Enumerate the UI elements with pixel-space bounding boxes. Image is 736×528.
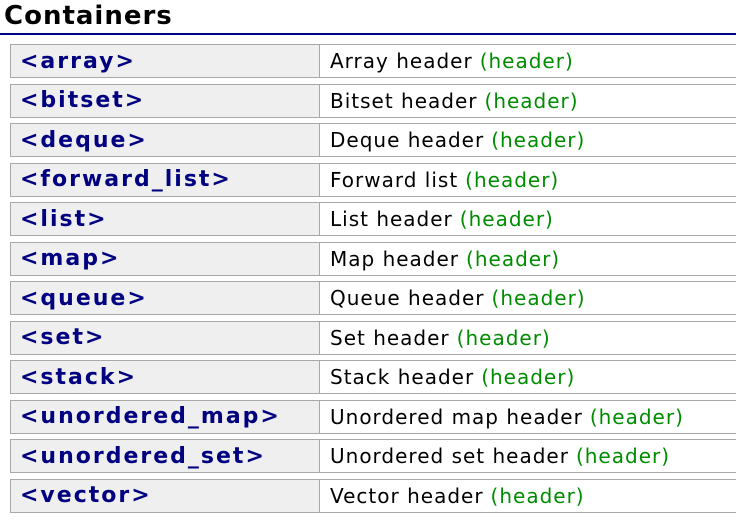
container-header-link[interactable]: <array> [20,48,136,74]
page-header: Containers [0,0,736,35]
table-row: <vector> Vector header (header) [10,478,736,513]
header-cell: <deque> [11,124,320,156]
header-tag-link[interactable]: (header) [479,49,574,73]
container-header-link[interactable]: <stack> [20,364,137,390]
header-description: Queue header [330,286,485,310]
header-tag-link[interactable]: (header) [575,444,671,468]
description-cell: Vector header (header) [320,480,736,512]
container-header-link[interactable]: <forward_list> [20,167,232,192]
header-description: Bitset header [330,88,478,113]
container-header-link[interactable]: <queue> [20,285,148,311]
header-description: Map header [330,246,460,271]
container-header-link[interactable]: <deque> [20,127,148,153]
container-header-link[interactable]: <map> [20,246,121,271]
header-tag-link[interactable]: (header) [491,128,586,152]
header-tag-link[interactable]: (header) [459,207,554,231]
header-description: List header [330,207,453,231]
table-row: <array> Array header (header) [10,44,736,78]
description-cell: Bitset header (header) [320,85,736,117]
header-description: Array header [330,49,473,73]
header-description: Stack header [330,365,475,389]
header-cell: <map> [11,242,320,275]
table-row: <bitset> Bitset header (header) [10,83,736,118]
description-cell: Deque header (header) [320,124,736,156]
description-cell: Array header (header) [320,45,736,77]
header-cell: <unordered_set> [11,440,320,472]
header-tag-link[interactable]: (header) [484,88,579,113]
container-header-link[interactable]: <set> [20,325,106,350]
container-header-link[interactable]: <unordered_set> [20,443,266,469]
description-cell: Set header (header) [320,322,736,354]
header-cell: <vector> [11,479,320,512]
header-description: Vector header [330,483,484,508]
container-header-link[interactable]: <unordered_map> [20,404,281,429]
description-cell: Stack header (header) [320,361,736,393]
description-cell: List header (header) [320,203,736,235]
table-row: <unordered_map> Unordered map header (he… [10,399,736,434]
table-row: <unordered_set> Unordered set header (he… [10,439,736,473]
description-cell: Queue header (header) [320,282,736,314]
description-cell: Unordered map header (header) [320,401,736,433]
header-tag-link[interactable]: (header) [466,246,561,271]
table-row: <map> Map header (header) [10,241,736,276]
header-cell: <queue> [11,282,320,314]
header-description: Set header [330,325,450,350]
container-header-link[interactable]: <list> [20,206,108,232]
container-header-link[interactable]: <vector> [20,483,152,508]
table-row: <deque> Deque header (header) [10,123,736,157]
header-description: Unordered map header [330,404,583,429]
header-tag-link[interactable]: (header) [491,286,586,310]
container-header-link[interactable]: <bitset> [20,88,146,113]
table-row: <queue> Queue header (header) [10,281,736,315]
description-cell: Unordered set header (header) [320,440,736,472]
header-description: Unordered set header [330,444,569,468]
header-cell: <list> [11,203,320,235]
description-cell: Map header (header) [320,243,736,275]
containers-table: <array> Array header (header) <bitset> B… [10,44,736,513]
table-row: <forward_list> Forward list (header) [10,162,736,197]
header-cell: <set> [11,321,320,354]
header-cell: <array> [11,45,320,77]
header-cell: <bitset> [11,84,320,117]
header-tag-link[interactable]: (header) [481,365,576,389]
page-title: Containers [4,1,173,31]
header-cell: <unordered_map> [11,400,320,433]
header-tag-link[interactable]: (header) [490,483,585,508]
table-row: <stack> Stack header (header) [10,360,736,394]
header-tag-link[interactable]: (header) [465,167,560,192]
header-cell: <forward_list> [11,163,320,196]
description-cell: Forward list (header) [320,164,736,196]
table-row: <set> Set header (header) [10,320,736,355]
header-description: Forward list [330,167,459,192]
header-tag-link[interactable]: (header) [456,325,551,350]
table-row: <list> List header (header) [10,202,736,236]
header-cell: <stack> [11,361,320,393]
header-description: Deque header [330,128,485,152]
header-tag-link[interactable]: (header) [589,404,684,429]
